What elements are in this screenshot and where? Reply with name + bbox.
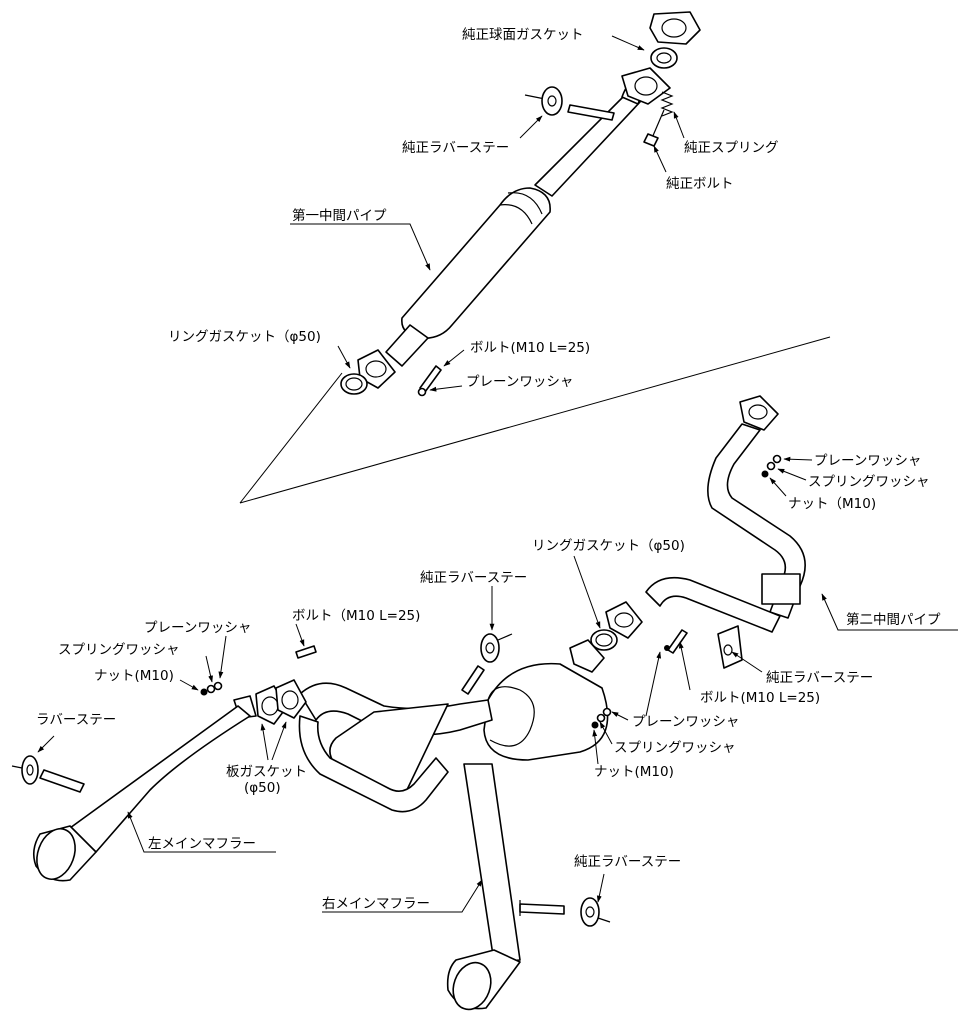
label-nut-left: ナット(M10) — [94, 668, 174, 684]
label-plain-washer-right: プレーンワッシャ — [814, 453, 921, 469]
label-bolt-left: ボルト（M10 L=25) — [292, 608, 420, 624]
right-main-muffler — [446, 763, 565, 1011]
label-ring-gasket-mid: リングガスケット（φ50) — [532, 538, 685, 554]
first-mid-pipe — [357, 67, 671, 389]
label-rubber-stay-left: ラバーステー — [36, 712, 116, 728]
ring-gasket-top — [340, 373, 368, 395]
rubber-stay-right — [717, 625, 743, 669]
ring-gasket-mid — [590, 629, 618, 651]
label-plain-washer-left: プレーンワッシャ — [144, 620, 251, 636]
rubber-stay-bottom — [580, 897, 611, 927]
label-spring-washer-left: スプリングワッシャ — [58, 642, 180, 658]
label-second-mid-pipe: 第二中間パイプ — [846, 611, 941, 628]
hardware-right-stack — [761, 454, 782, 478]
main-muffler-center — [483, 639, 612, 761]
label-genuine-bolt: 純正ボルト — [666, 176, 734, 192]
rubber-stay-center — [461, 633, 513, 695]
spherical-gasket — [649, 11, 701, 69]
label-genuine-rubber-stay-bottom: 純正ラバーステー — [574, 854, 681, 870]
label-right-main-muffler: 右メインマフラー — [322, 896, 430, 912]
label-plain-washer-top: プレーンワッシャ — [466, 374, 573, 390]
second-mid-pipe — [605, 395, 806, 639]
label-genuine-spring: 純正スプリング — [684, 140, 779, 156]
callout-labels: 純正球面ガスケット 純正ラバーステー 純正スプリング 純正ボルト 第一中間パイプ… — [36, 27, 941, 912]
plate-gaskets — [255, 679, 307, 725]
bolt-right — [664, 629, 688, 654]
label-plate-gasket-size: (φ50) — [244, 780, 281, 796]
label-genuine-rubber-stay-top: 純正ラバーステー — [402, 140, 509, 156]
genuine-spring-and-bolt — [643, 91, 674, 147]
label-left-main-muffler: 左メインマフラー — [148, 836, 256, 852]
rubber-stay-top — [524, 86, 615, 121]
label-plain-washer-center: プレーンワッシャ — [632, 714, 739, 730]
label-spring-washer-center: スプリングワッシャ — [614, 740, 736, 756]
label-genuine-spherical-gasket: 純正球面ガスケット — [462, 27, 584, 43]
hardware-left-stack — [200, 645, 317, 696]
label-bolt-right: ボルト(M10 L=25) — [700, 690, 820, 706]
left-main-muffler — [32, 695, 257, 882]
assembly-connector-lines — [239, 336, 831, 504]
label-nut-center: ナット(M10) — [594, 764, 674, 780]
label-genuine-rubber-stay-right: 純正ラバーステー — [766, 670, 873, 686]
label-nut-right: ナット（M10) — [788, 496, 876, 512]
leader-lines — [37, 35, 958, 913]
bolt-top — [417, 365, 442, 397]
label-first-mid-pipe: 第一中間パイプ — [292, 207, 387, 224]
label-ring-gasket-top: リングガスケット（φ50) — [168, 329, 321, 345]
label-spring-washer-right: スプリングワッシャ — [808, 474, 930, 490]
rubber-stay-left — [11, 755, 39, 785]
y-pipe — [298, 682, 493, 813]
label-plate-gasket: 板ガスケット — [226, 764, 307, 780]
label-bolt-top: ボルト(M10 L=25) — [470, 340, 590, 356]
label-genuine-rubber-stay-center: 純正ラバーステー — [420, 570, 527, 586]
